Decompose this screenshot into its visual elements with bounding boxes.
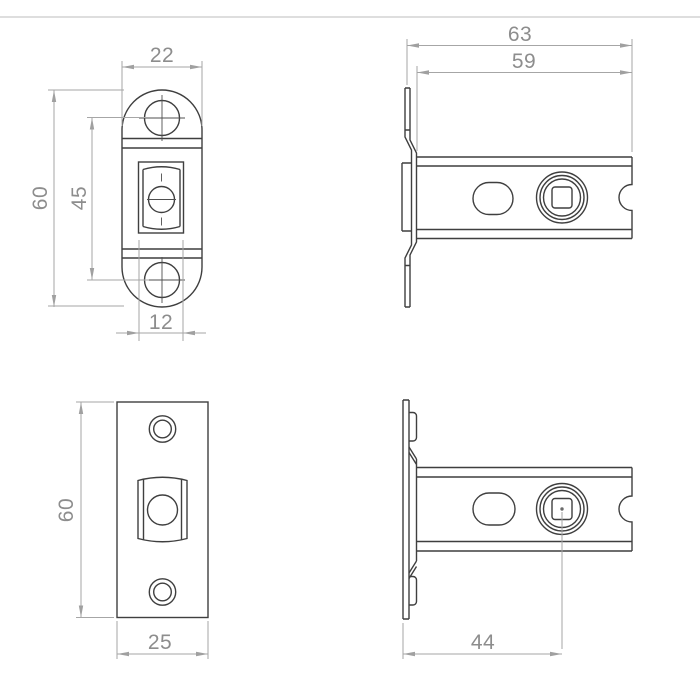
dimension-lines <box>402 512 563 659</box>
dimension-arrows <box>407 43 632 75</box>
dim-label-height-60: 60 <box>29 186 52 210</box>
dimension-lines <box>76 401 209 659</box>
spindle-centre-point <box>560 507 564 511</box>
square-faceplate-front-view: 60 25 <box>55 401 209 659</box>
faceplate-outline <box>116 401 209 619</box>
dim-label-centres-45: 45 <box>68 186 91 210</box>
dimension-arrows <box>78 402 208 657</box>
backplate-edge <box>401 162 412 232</box>
latch-bolt <box>137 476 188 543</box>
dim-label-bolt-12: 12 <box>149 311 173 334</box>
faceplate-edge <box>402 399 410 620</box>
spindle-hole <box>146 494 179 526</box>
bolt-aperture <box>137 161 185 234</box>
radius-latch-side-view: 63 59 <box>401 23 633 308</box>
forend-profile-behind <box>408 411 418 606</box>
screw-hole-bottom <box>148 578 177 606</box>
forend-profile <box>401 87 418 308</box>
oval-slot <box>472 492 516 526</box>
dim-label-overall-63: 63 <box>508 23 532 46</box>
dim-label-height-60: 60 <box>55 498 78 522</box>
dimension-arrows <box>403 651 562 657</box>
latch-case <box>416 466 633 552</box>
dimension-lines <box>406 39 633 152</box>
dim-label-backset-44: 44 <box>471 631 495 654</box>
bolt-notch <box>618 467 633 551</box>
latch-bolt <box>142 166 181 230</box>
latch-case <box>416 156 633 240</box>
radius-faceplate-front-view: 22 60 45 12 <box>29 44 206 341</box>
dim-label-width-22: 22 <box>150 44 174 67</box>
bolt-notch <box>618 157 633 239</box>
spindle-square-hole <box>551 186 573 209</box>
spindle-hub <box>535 171 589 224</box>
dim-label-width-25: 25 <box>148 631 172 654</box>
dimension-arrows <box>51 64 202 336</box>
dim-label-case-59: 59 <box>512 50 536 73</box>
oval-slot <box>472 181 514 216</box>
screw-hole-top <box>148 415 177 443</box>
square-latch-side-view: 44 <box>402 399 633 659</box>
